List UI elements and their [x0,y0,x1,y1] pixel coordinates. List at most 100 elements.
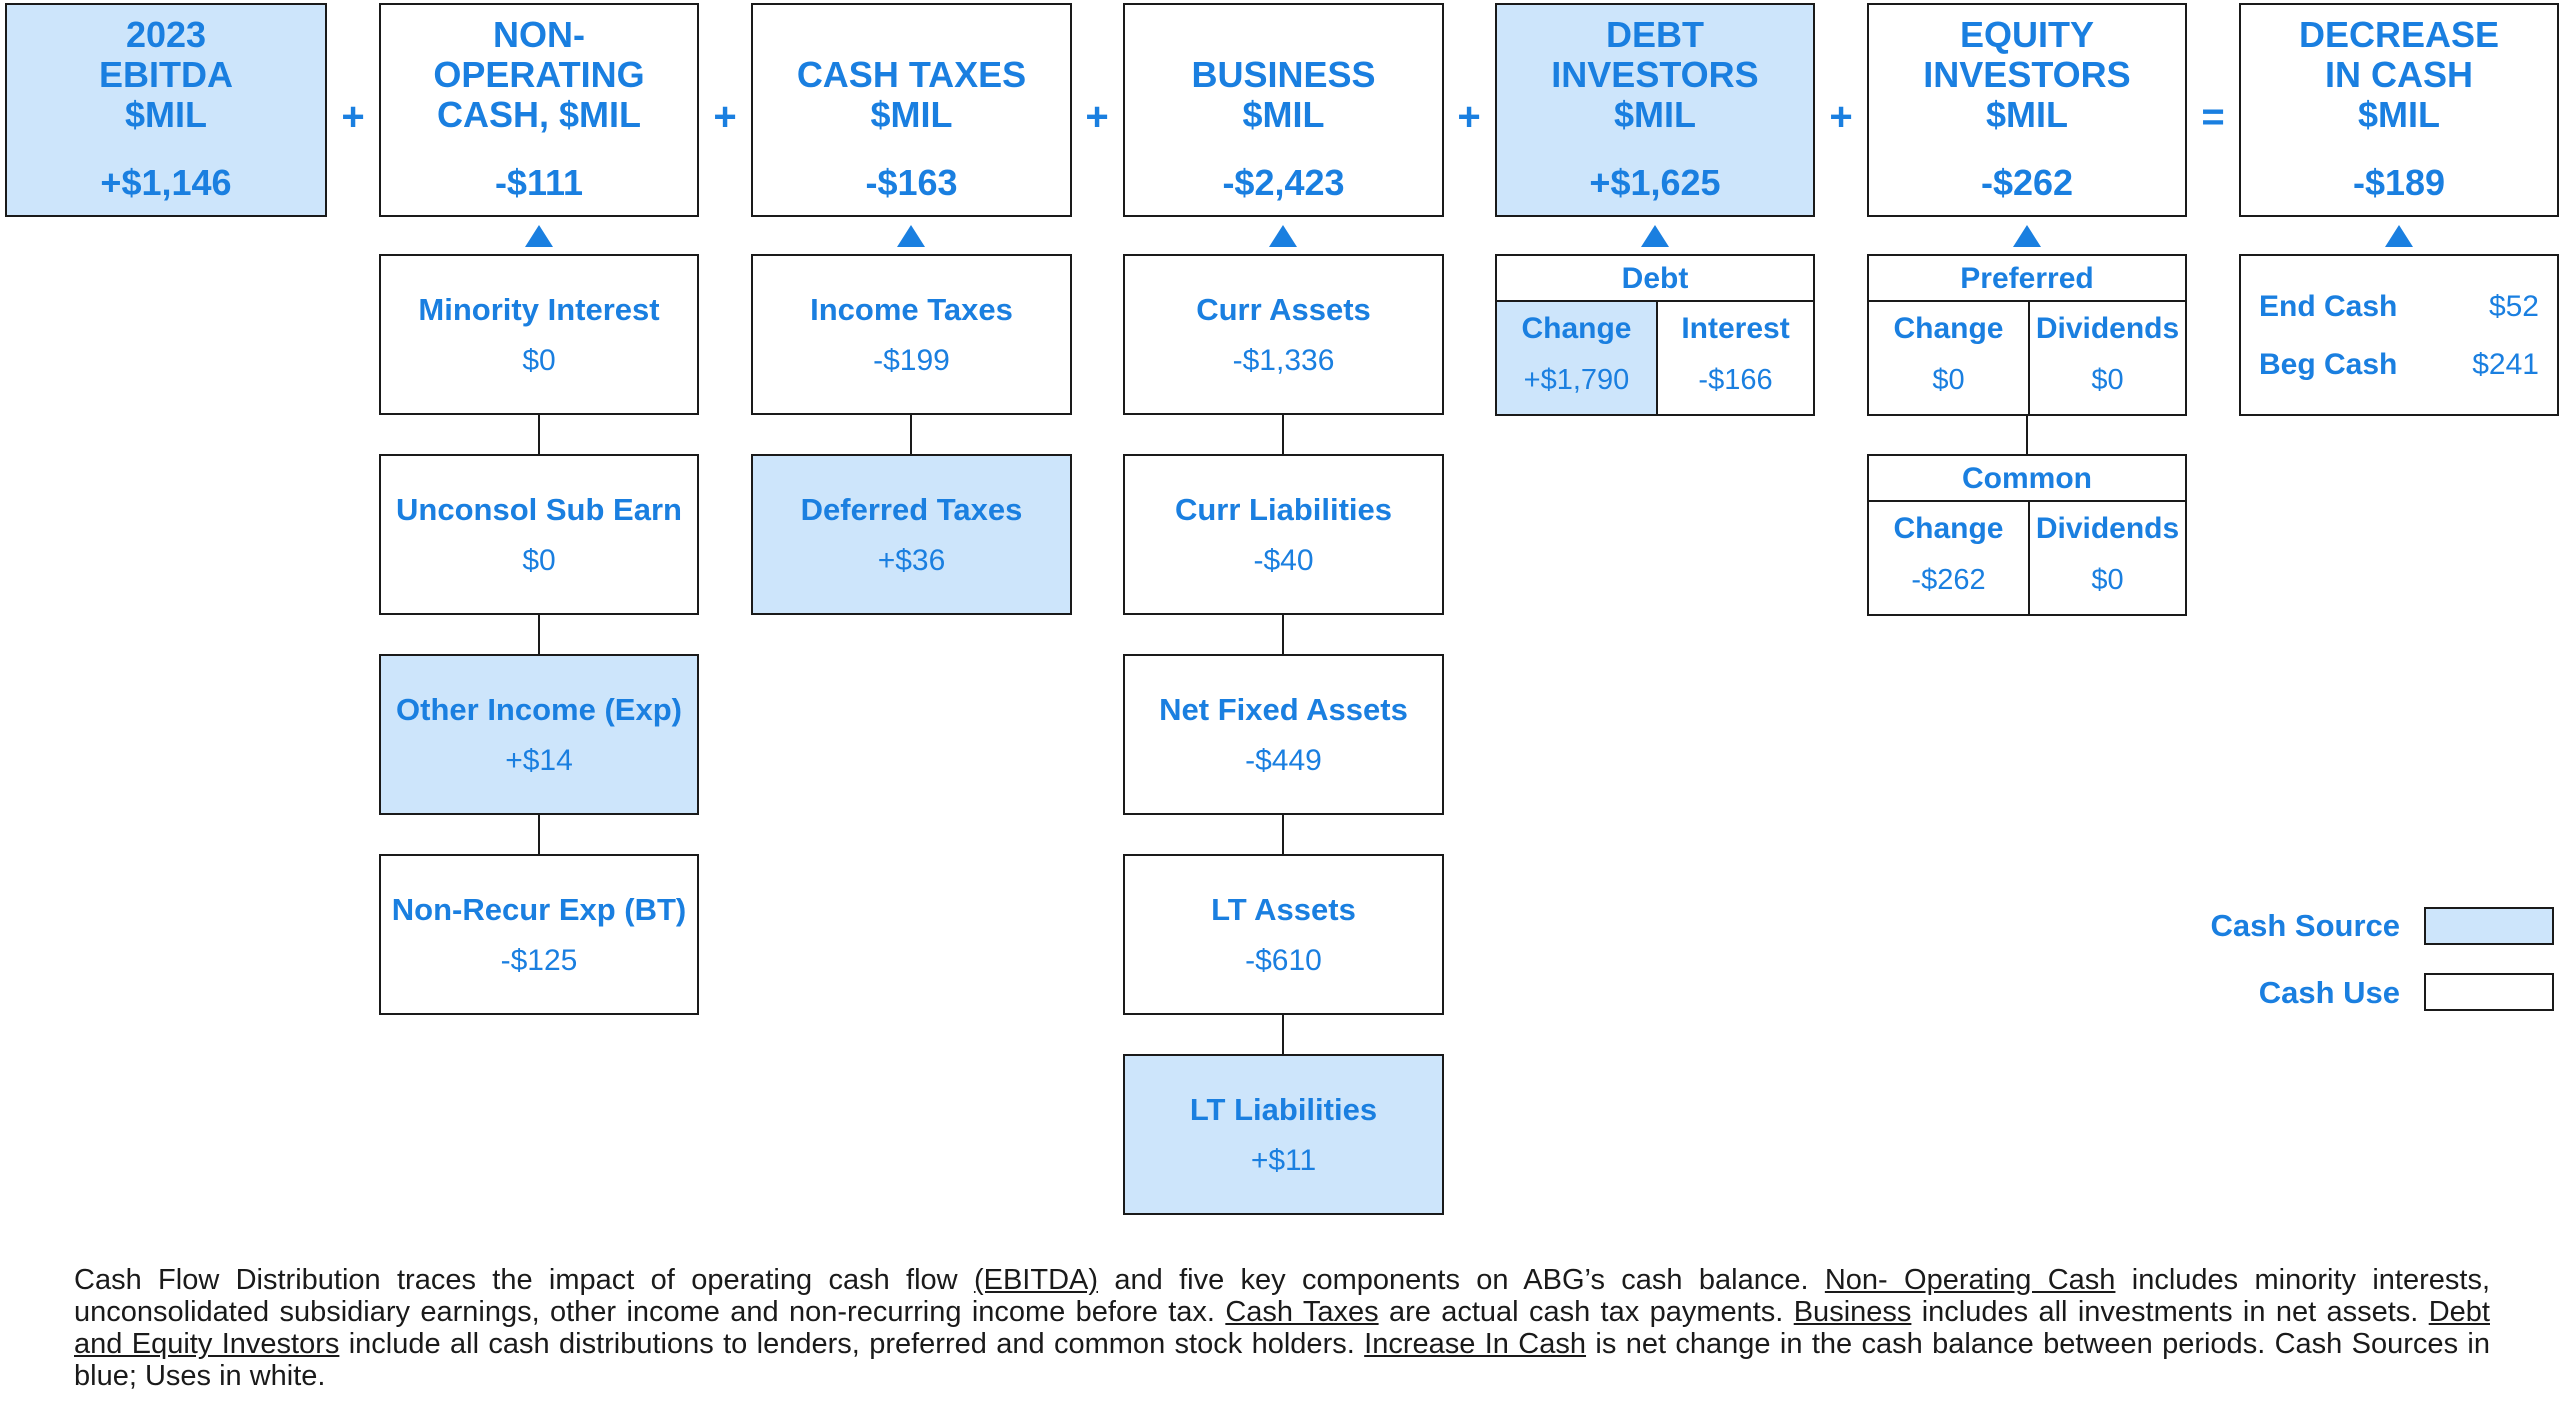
legend-use-label: Cash Use [2258,975,2400,1010]
taxes-header-box: CASH TAXES $MIL -$163 [751,3,1072,217]
connector-line [1282,815,1284,854]
connector-line [1282,415,1284,454]
taxes-title: CASH TAXES $MIL [796,54,1027,135]
cash-header-box: DECREASE IN CASH $MIL -$189 [2239,3,2559,217]
cell-header: Interest [1681,312,1790,345]
business-item-lt-liabilities: LT Liabilities +$11 [1123,1054,1444,1215]
item-value: $0 [522,344,556,377]
ebitda-title: 2023 EBITDA $MIL [99,14,233,135]
up-arrow-icon [897,225,925,247]
debt-change-cell: Change +$1,790 [1497,302,1656,414]
tax-item-income-taxes: Income Taxes -$199 [751,254,1072,415]
business-item-lt-assets: LT Assets -$610 [1123,854,1444,1015]
cell-divider [2028,502,2030,614]
footnote-term: Business [1793,1296,1912,1328]
end-cash-label: End Cash [2259,290,2398,323]
cell-header: Dividends [2035,312,2180,345]
cash-title: DECREASE IN CASH $MIL [2298,14,2500,135]
item-label: Curr Liabilities [1174,492,1393,527]
footnote-term: (EBITDA) [973,1264,1099,1296]
item-value: -$199 [873,344,950,377]
footnote-term: Cash Taxes [1225,1296,1379,1328]
common-detail-caption: Common [1869,456,2185,502]
footnote-text: include all cash distributions to lender… [339,1328,1365,1360]
cell-value: $0 [2091,564,2124,596]
footnote-text: includes all investments in net assets. [1911,1296,2429,1328]
beg-cash-label: Beg Cash [2259,348,2398,381]
item-value: $0 [522,544,556,577]
footnote-text: includes minority interests, unconsolida… [74,1264,2491,1328]
legend-source-swatch [2424,907,2554,945]
cell-header: Change [1521,312,1632,345]
item-label: LT Assets [1211,892,1356,927]
connector-line [538,415,540,454]
cell-header: Change [1893,312,2004,345]
debt-interest-cell: Interest -$166 [1658,302,1813,414]
nonop-header-box: NON- OPERATING CASH, $MIL -$111 [379,3,699,217]
business-title: BUSINESS $MIL [1191,54,1376,135]
beg-cash-value: $241 [2472,348,2539,381]
taxes-value: -$163 [865,162,958,203]
footnote-text: Cash Flow Distribution traces the impact… [74,1264,974,1296]
up-arrow-icon [1269,225,1297,247]
footnote-text: is net change in the cash balance betwee… [74,1328,2490,1392]
plus-operator: + [1457,95,1481,139]
item-value: +$11 [1250,1144,1317,1177]
cash-value: -$189 [2352,162,2446,203]
item-label: Non-Recur Exp (BT) [391,892,687,927]
business-item-curr-liabilities: Curr Liabilities -$40 [1123,454,1444,615]
item-label: LT Liabilities [1189,1092,1378,1127]
up-arrow-icon [525,225,553,247]
cell-divider [2028,302,2030,414]
footnote-term: Increase In Cash [1364,1328,1587,1360]
connector-line [2026,416,2028,454]
business-item-curr-assets: Curr Assets -$1,336 [1123,254,1444,415]
footnote-term: Non- Operating Cash [1824,1264,2116,1296]
debt-title: DEBT INVESTORS $MIL [1551,14,1759,135]
item-value: -$610 [1245,944,1322,977]
item-label: Net Fixed Assets [1159,692,1408,727]
connector-line [538,615,540,654]
equals-operator: = [2201,95,2225,139]
item-value: -$40 [1253,544,1314,577]
item-label: Other Income (Exp) [396,692,682,727]
equity-title: EQUITY INVESTORS $MIL [1923,14,2131,135]
item-value: -$1,336 [1232,344,1335,377]
business-value: -$2,423 [1222,162,1345,203]
item-value: -$125 [500,944,578,977]
plus-operator: + [1829,95,1853,139]
item-value: +$14 [505,744,573,777]
cell-value: $0 [2091,364,2124,396]
up-arrow-icon [1641,225,1669,247]
connector-line [910,415,912,454]
up-arrow-icon [2013,225,2041,247]
item-label: Income Taxes [810,292,1013,327]
item-label: Deferred Taxes [800,492,1023,527]
item-label: Minority Interest [418,292,660,327]
connector-line [1282,615,1284,654]
cell-header: Dividends [2035,512,2180,545]
cell-value: +$1,790 [1523,364,1630,396]
footnote-term: Debt and Equity Investors [74,1296,2490,1360]
common-change-cell: Change -$262 [1869,502,2028,614]
debt-detail-box: Debt Change +$1,790 Interest -$166 [1495,254,1815,416]
footnote-text: and five key components on ABG’s cash ba… [1098,1264,1825,1296]
debt-header-box: DEBT INVESTORS $MIL +$1,625 [1495,3,1815,217]
nonop-title: NON- OPERATING CASH, $MIL [433,14,645,135]
footnote-text: are actual cash tax payments. [1378,1296,1794,1328]
nonop-item-other-income: Other Income (Exp) +$14 [379,654,699,815]
equity-header-box: EQUITY INVESTORS $MIL -$262 [1867,3,2187,217]
nonop-item-unconsol-sub-earn: Unconsol Sub Earn $0 [379,454,699,615]
item-value: +$36 [877,544,946,577]
item-value: -$449 [1245,744,1322,777]
debt-detail-caption: Debt [1497,256,1813,302]
nonop-item-non-recur-exp: Non-Recur Exp (BT) -$125 [379,854,699,1015]
connector-line [538,815,540,854]
equity-value: -$262 [1980,162,2074,203]
end-cash-value: $52 [2488,290,2539,323]
plus-operator: + [713,95,737,139]
cell-divider [1656,302,1658,414]
footnote: Cash Flow Distribution traces the impact… [74,1264,2490,1392]
nonop-value: -$111 [494,162,584,203]
preferred-detail-caption: Preferred [1869,256,2185,302]
